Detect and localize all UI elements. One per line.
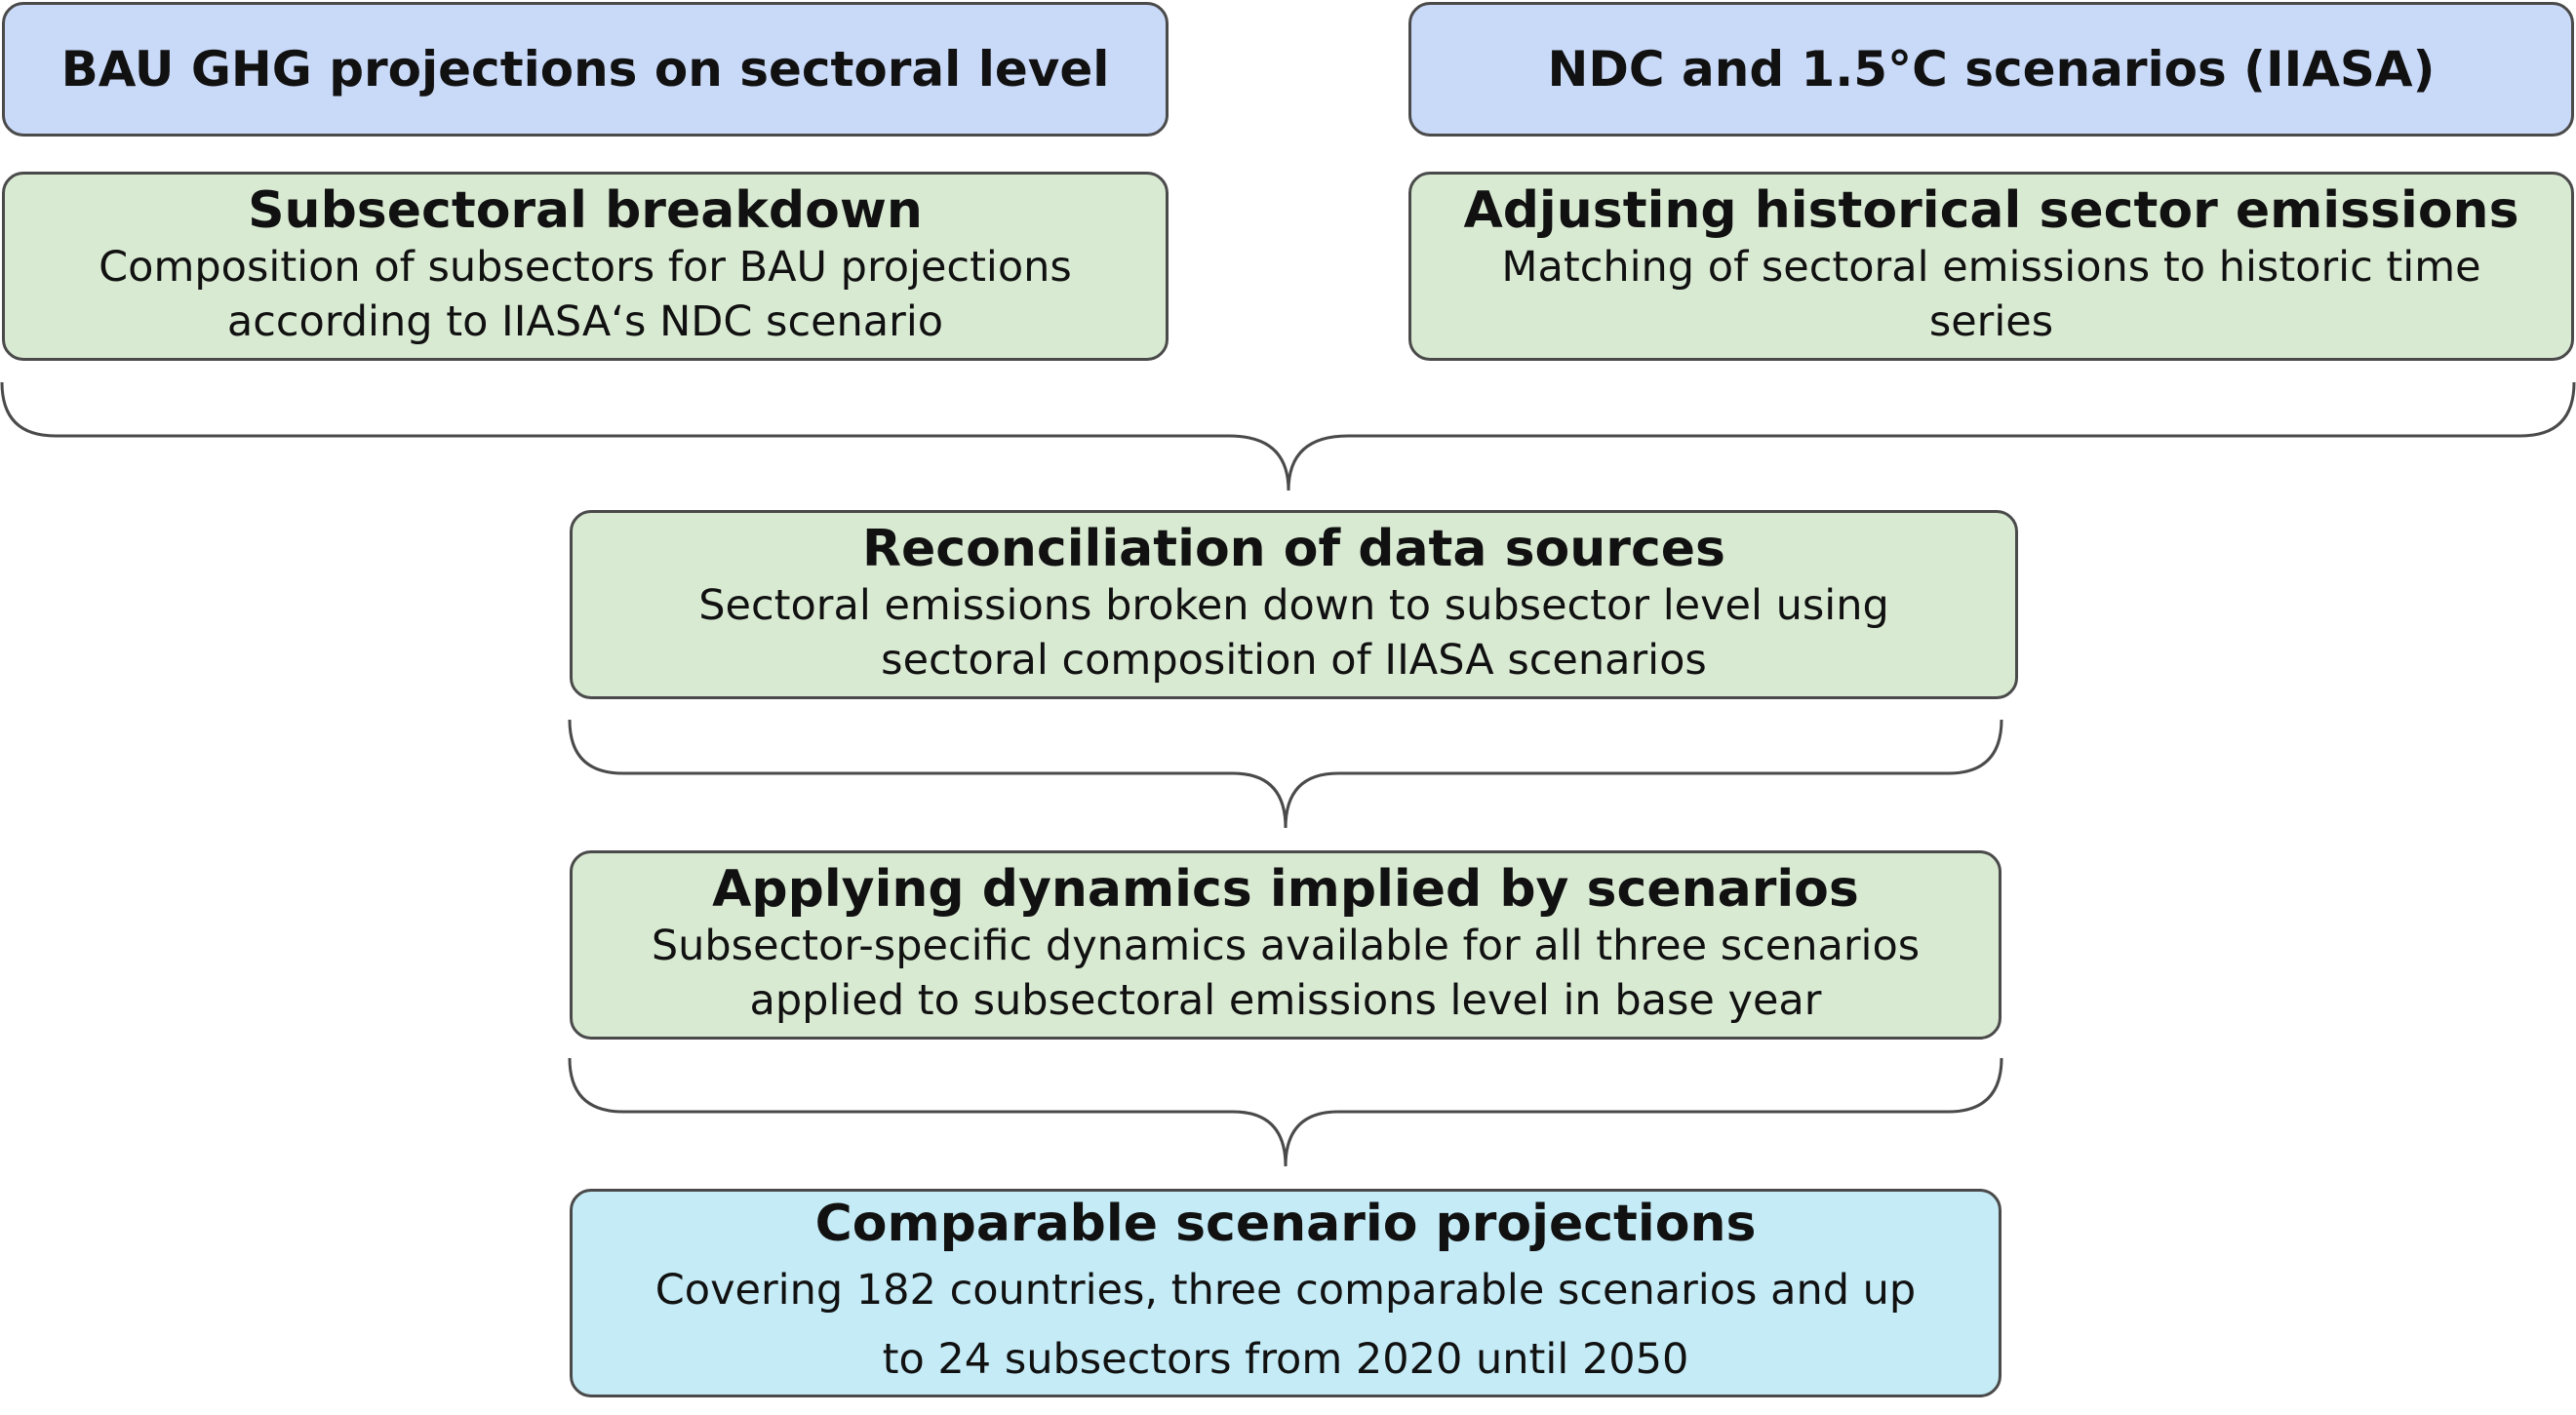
comparable-title: Comparable scenario projections <box>814 1194 1757 1253</box>
adjusting-desc-line1: Matching of sectoral emissions to histor… <box>1501 243 2481 292</box>
header-bau-label: BAU GHG projections on sectoral level <box>60 40 1110 98</box>
subsectoral-desc-line1: Composition of subsectors for BAU projec… <box>99 243 1072 292</box>
box-adjusting-historical: Adjusting historical sector emissions Ma… <box>1408 172 2574 361</box>
reconciliation-title: Reconciliation of data sources <box>862 520 1725 579</box>
header-bau-projections: BAU GHG projections on sectoral level <box>2 2 1169 137</box>
box-applying-dynamics: Applying dynamics implied by scenarios S… <box>570 850 2001 1040</box>
subsectoral-desc-line2: according to IIASA‘s NDC scenario <box>226 296 944 346</box>
brace-middle <box>568 719 2003 829</box>
dynamics-desc-line2: applied to subsectoral emissions level i… <box>749 975 1822 1025</box>
header-ndc-scenarios: NDC and 1.5°C scenarios (IIASA) <box>1408 2 2574 137</box>
dynamics-title: Applying dynamics implied by scenarios <box>712 860 1859 920</box>
box-comparable-projections: Comparable scenario projections Covering… <box>570 1189 2001 1397</box>
box-subsectoral-breakdown: Subsectoral breakdown Composition of sub… <box>2 172 1169 361</box>
adjusting-title: Adjusting historical sector emissions <box>1463 181 2519 241</box>
dynamics-desc-line1: Subsector-specific dynamics available fo… <box>651 922 1921 970</box>
comparable-desc-line1: Covering 182 countries, three comparable… <box>654 1266 1917 1316</box>
header-ndc-label: NDC and 1.5°C scenarios (IIASA) <box>1547 40 2436 98</box>
comparable-desc-line2: to 24 subsectors from 2020 until 2050 <box>882 1334 1689 1384</box>
box-reconciliation: Reconciliation of data sources Sectoral … <box>570 510 2018 699</box>
brace-bottom <box>568 1057 2003 1167</box>
brace-top <box>0 381 2576 491</box>
adjusting-desc-line2: series <box>1928 296 2054 346</box>
subsectoral-title: Subsectoral breakdown <box>248 181 923 241</box>
reconciliation-desc-line2: sectoral composition of IIASA scenarios <box>881 635 1707 685</box>
reconciliation-desc-line1: Sectoral emissions broken down to subsec… <box>698 581 1889 630</box>
